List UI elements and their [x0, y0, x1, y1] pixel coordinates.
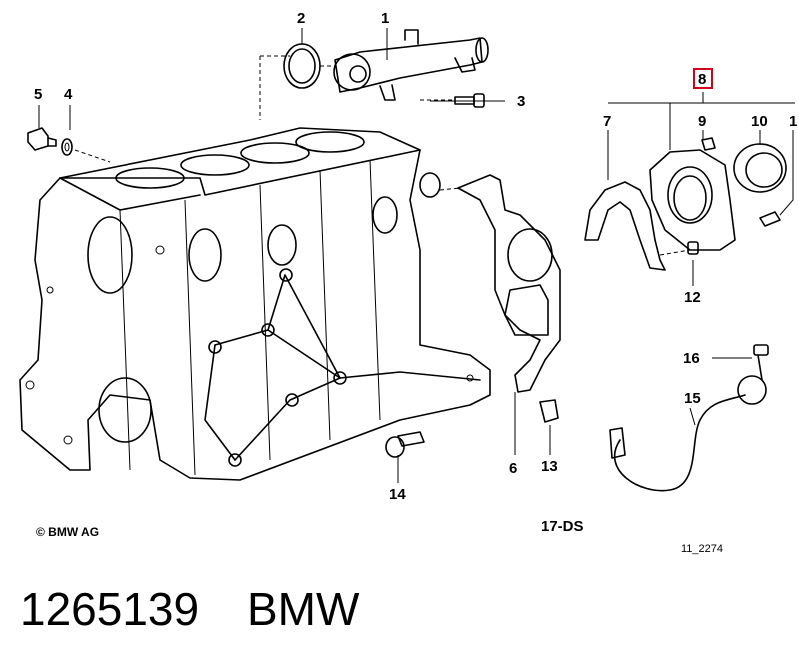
callout-7: 7 [603, 113, 611, 130]
screw-part-9 [701, 137, 716, 151]
brand-name: BMW [247, 583, 360, 635]
copyright-notice: © BMW AG [36, 525, 100, 539]
callout-6: 6 [509, 460, 517, 477]
o-ring-part-2 [283, 43, 321, 89]
bolt-part-14 [385, 431, 425, 458]
callout-13: 13 [541, 458, 558, 475]
drain-plug-part-5 [27, 127, 57, 151]
plug-part-13 [539, 399, 559, 423]
callout-9: 9 [698, 113, 706, 130]
engine-block [19, 127, 491, 481]
washer-part-4 [61, 138, 73, 156]
gasket-part-6 [457, 174, 561, 393]
rear-seal-gasket-part-7 [584, 181, 666, 271]
callout-5: 5 [34, 86, 42, 103]
coolant-pipe-part-1 [333, 29, 489, 101]
part-number: 1265139 [20, 583, 200, 635]
callout-16: 16 [683, 350, 700, 367]
callout-labels: 1 2 3 4 5 6 7 8 9 10 1 12 13 14 15 16 [34, 10, 797, 503]
callout-1: 1 [381, 10, 389, 27]
diagram-section-code: 17-DS [541, 518, 584, 535]
seal-carrier-part-8 [649, 149, 736, 251]
callout-2: 2 [297, 10, 305, 27]
bolt-part-11 [759, 211, 781, 227]
dowel-part-12 [687, 241, 699, 255]
callout-14: 14 [389, 486, 406, 503]
bolt-part-16 [753, 344, 769, 381]
callout-15: 15 [684, 390, 701, 407]
callout-10: 10 [751, 113, 768, 130]
highlight-box [693, 68, 713, 89]
exploded-parts-diagram: 1 2 3 4 5 6 7 8 9 10 1 12 13 14 15 16 [19, 10, 797, 503]
knock-sensor-part-15 [609, 375, 767, 492]
callout-8: 8 [698, 71, 706, 88]
callout-11: 1 [789, 113, 797, 130]
callout-3: 3 [517, 93, 525, 110]
figure-id: 11_2274 [681, 543, 724, 555]
shaft-seal-part-10 [733, 143, 787, 193]
callout-12: 12 [684, 289, 701, 306]
callout-4: 4 [64, 86, 73, 103]
